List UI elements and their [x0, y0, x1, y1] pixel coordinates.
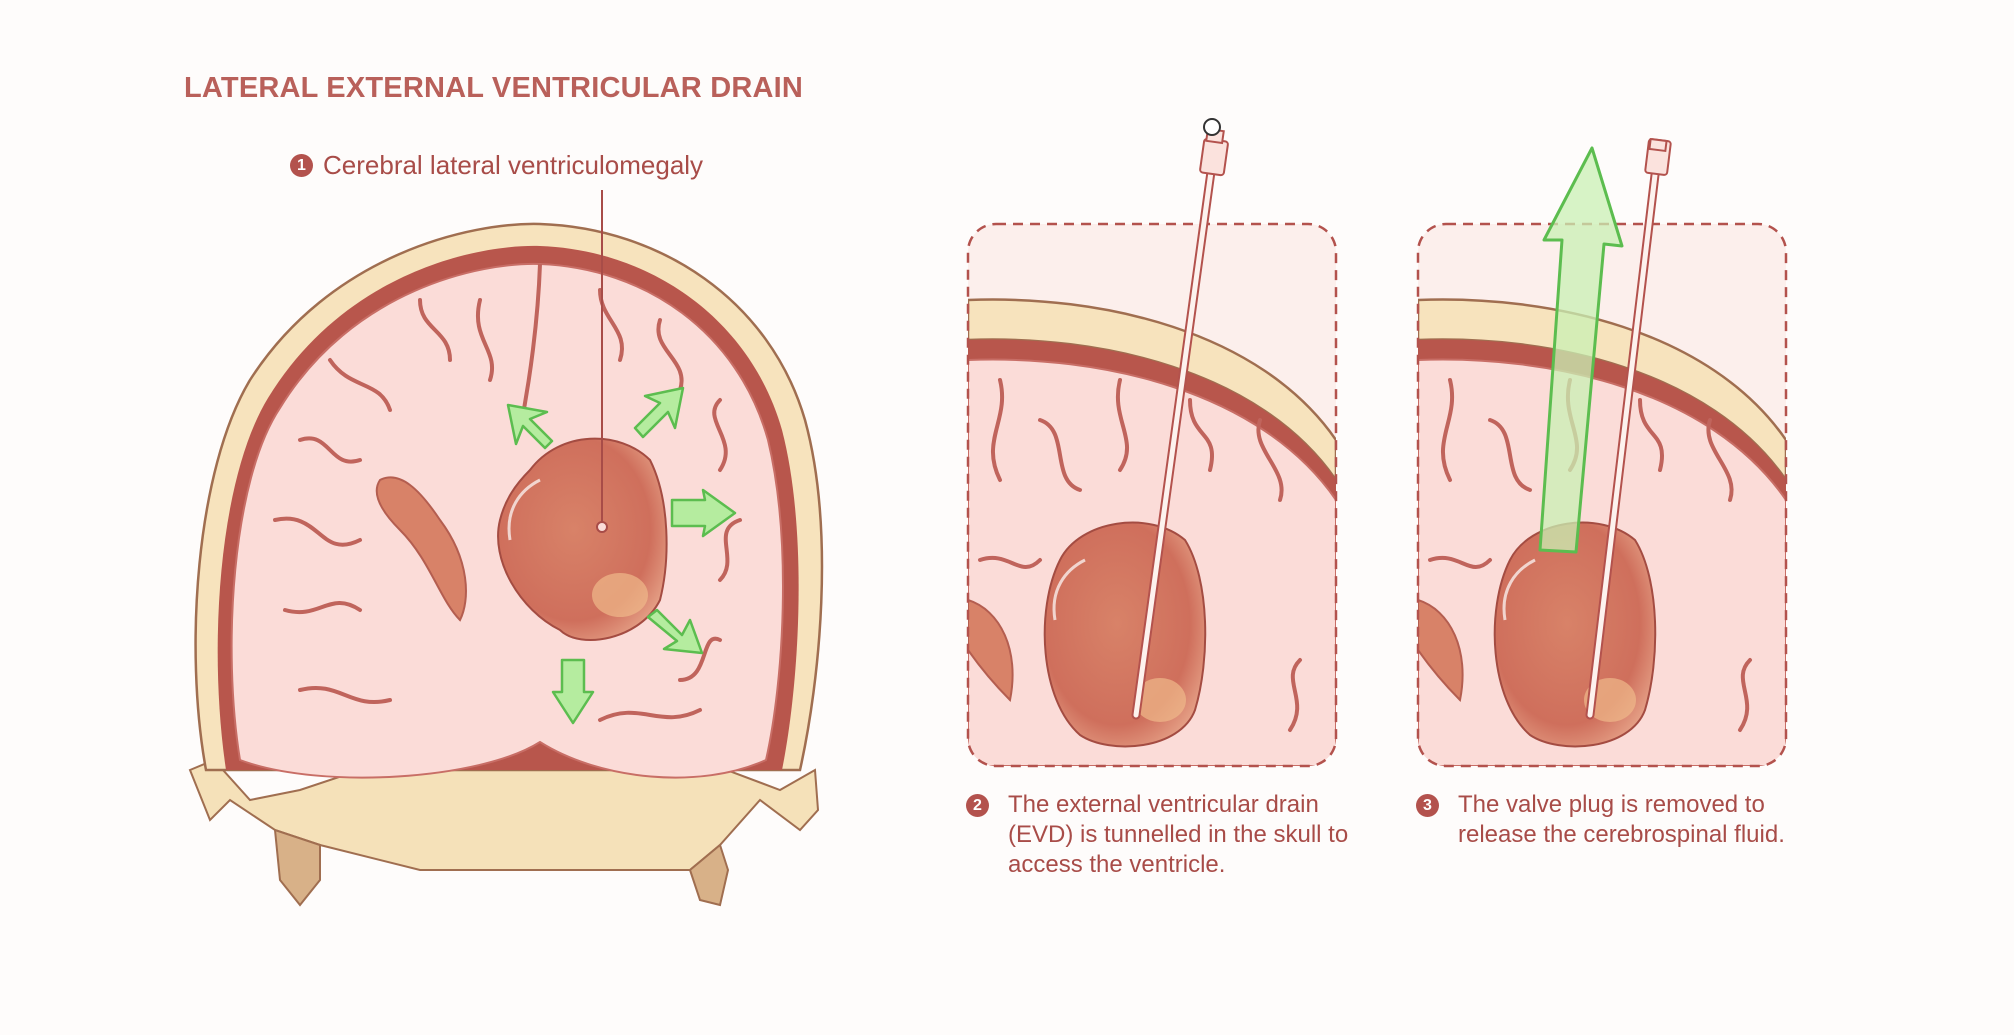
arrow-right [670, 488, 737, 538]
csf-flow-arrow [1538, 146, 1624, 554]
callout-number-badge: 1 [290, 154, 313, 177]
brain-sulci [273, 288, 742, 722]
arrow-up-left [506, 403, 554, 450]
coronal-section-illustration [188, 190, 824, 907]
arrow-up-right [633, 386, 685, 439]
expansion-arrows [506, 386, 737, 725]
arrow-down-right [646, 608, 704, 655]
step-2-caption: 2 The external ventricular drain (EVD) i… [966, 790, 1356, 880]
panel-drain-insertion [966, 118, 1338, 768]
step-2-number-badge: 2 [966, 794, 989, 817]
step-3-text: The valve plug is removed to release the… [1458, 791, 1785, 848]
step-3-caption: 3 The valve plug is removed to release t… [1416, 790, 1836, 850]
step-2-text: The external ventricular drain (EVD) is … [1008, 791, 1349, 878]
callout-label-text: Cerebral lateral ventriculomegaly [323, 150, 704, 180]
valve-plug [1203, 118, 1221, 136]
arrow-down [551, 658, 595, 725]
callout-ventriculomegaly: 1 Cerebral lateral ventriculomegaly [290, 150, 703, 181]
skull-base-teeth [273, 828, 730, 907]
panel-2-frame [966, 222, 1338, 768]
step-3-number-badge: 3 [1416, 794, 1439, 817]
diagram-title: LATERAL EXTERNAL VENTRICULAR DRAIN [184, 72, 804, 104]
panel-csf-release [1416, 137, 1788, 768]
